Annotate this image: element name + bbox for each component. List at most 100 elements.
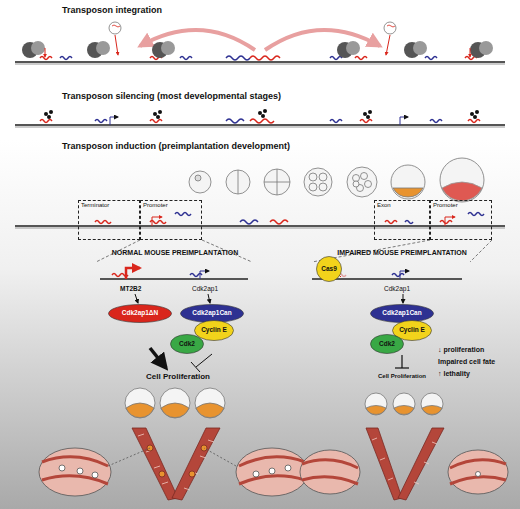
inhibition-bar: [191, 362, 200, 372]
section-heading: Transposon silencing (most developmental…: [62, 92, 281, 101]
embryo-stage: [353, 181, 359, 187]
promoter-arrow: [200, 271, 209, 279]
background: [0, 140, 520, 509]
node-label: Cyclin E: [399, 327, 425, 334]
promoter-arrow: [126, 268, 209, 279]
region-box: Terminator: [78, 200, 140, 240]
silencing-mark: [158, 110, 162, 114]
inhibition-bar: [191, 354, 212, 372]
transposon: [360, 120, 372, 123]
uterus: [189, 471, 195, 477]
zoom-line: [470, 240, 492, 262]
magnified-inset: [448, 450, 508, 494]
magnified-inset: [269, 468, 275, 474]
silencing-mark: [263, 109, 267, 113]
flow-arrow: [208, 294, 210, 303]
protein-oval: Cdk2ap1Can: [370, 304, 434, 323]
panel-heading: NORMAL MOUSE PREIMPLANTATION: [112, 249, 238, 256]
blastocyst: [421, 393, 443, 415]
embryo-stage: [277, 169, 278, 195]
gene-arrow: [400, 117, 408, 125]
embryo-stage: [226, 170, 250, 194]
blastocyst: [394, 406, 414, 415]
dna-strand: [15, 226, 505, 228]
integration-arrow: [386, 35, 390, 55]
integrase-protein: [96, 41, 110, 55]
node-label: Promoter: [141, 201, 170, 209]
transposon: [175, 213, 191, 216]
dna-strand: [100, 278, 248, 280]
annotation: ↑ lethality: [438, 370, 470, 377]
transposon: [425, 57, 437, 60]
blastocyst: [125, 388, 155, 418]
embryo-stage: [309, 173, 317, 181]
silencing-mark: [368, 110, 372, 114]
dna-strand: [15, 225, 505, 227]
magnified-inset: [42, 457, 108, 484]
blastocyst: [125, 388, 225, 418]
node-label: Terminator: [79, 201, 111, 209]
uterus: [398, 428, 444, 500]
silencing-mark: [44, 112, 48, 116]
section-heading: Transposon integration: [62, 6, 162, 15]
transposon: [240, 220, 258, 224]
magnified-inset: [300, 450, 360, 494]
transposon: [95, 120, 107, 123]
protein-oval-fill: [195, 321, 234, 341]
integrase-protein: [22, 41, 493, 58]
inhibition-bar: [196, 354, 212, 367]
region-box: Promoter: [140, 200, 202, 240]
transposon: [226, 119, 244, 123]
magnified-inset: [108, 448, 150, 466]
silencing-mark: [475, 110, 479, 114]
transposon: [40, 57, 52, 60]
magnified-inset: [476, 472, 481, 477]
protein-circle-fill: [317, 257, 342, 282]
magnified-inset: [204, 448, 236, 466]
silencing-mark: [258, 111, 262, 115]
blastocyst: [365, 393, 443, 415]
transposon: [385, 221, 397, 224]
silencing-mark: [156, 115, 160, 119]
dna-strand: [15, 228, 505, 229]
node-label: Cdk2ap1Can: [382, 310, 421, 317]
integrase-protein: [479, 41, 493, 55]
uterus: [366, 428, 444, 500]
embryo-stage: [195, 175, 201, 181]
transposon: [355, 57, 367, 60]
flow-arrow: [403, 294, 404, 303]
transposon: [430, 120, 442, 123]
magnified-inset: [239, 457, 305, 484]
silencing-mark: [261, 114, 265, 118]
uterus: [138, 434, 214, 490]
annotation: MT2B2: [120, 286, 141, 293]
silencing-mark: [153, 112, 157, 116]
dna-strand: [100, 274, 248, 280]
integration-arrow: [470, 48, 471, 57]
inhibition-bar: [395, 367, 409, 368]
blastocyst: [422, 406, 442, 415]
embryo-stage: [361, 173, 368, 180]
flow-arrow: [150, 348, 166, 368]
dna-strand: [15, 61, 505, 63]
silencing-mark: [44, 109, 479, 119]
region-box: Promoter: [430, 200, 492, 240]
embryo-stage: [304, 168, 332, 196]
protein-circle: Cas9: [316, 256, 342, 282]
magnified-inset: [236, 448, 308, 496]
transposon: [250, 119, 274, 123]
magnified-inset: [39, 448, 308, 496]
gene-arrow: [110, 117, 408, 125]
transposon: [270, 220, 288, 224]
embryo-stage: [309, 183, 317, 191]
protein-oval-fill: [171, 335, 204, 354]
uterus: [132, 428, 178, 500]
integrase-protein: [413, 41, 427, 55]
blastocyst: [161, 403, 189, 418]
rna-icon: [384, 22, 396, 34]
gene-arrow: [110, 117, 118, 125]
magnified-inset: [285, 465, 291, 471]
gene-arrow: [445, 217, 455, 226]
inhibition-bar: [395, 355, 409, 368]
silencing-mark: [49, 110, 53, 114]
